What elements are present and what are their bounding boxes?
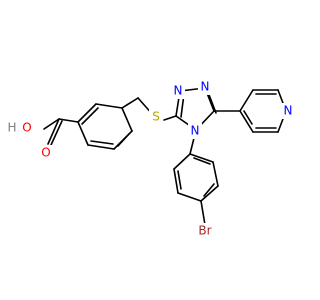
hydroxyl-h-label: H xyxy=(7,121,16,135)
bromophenyl-ring xyxy=(173,129,219,226)
atom-labels: H O O S N N N N Br xyxy=(6,79,294,239)
benzoic-ring xyxy=(77,103,133,150)
pyridine-ring xyxy=(213,89,287,133)
carbonyl-o-label: O xyxy=(41,146,50,160)
triazole-n1-label: N xyxy=(174,84,183,98)
sulfur-label: S xyxy=(152,110,160,124)
triazole-n2-label: N xyxy=(201,80,210,94)
molecule-structure: H O O S N N N N Br xyxy=(6,79,294,239)
molecule-canvas: H O O S N N N N Br xyxy=(6,79,294,239)
hydroxyl-o-label: O xyxy=(22,121,31,135)
triazole-n4-label: N xyxy=(191,124,200,138)
pyridine-n-label: N xyxy=(284,104,293,118)
carboxylic-acid xyxy=(43,118,79,146)
bromine-label: Br xyxy=(198,224,211,238)
